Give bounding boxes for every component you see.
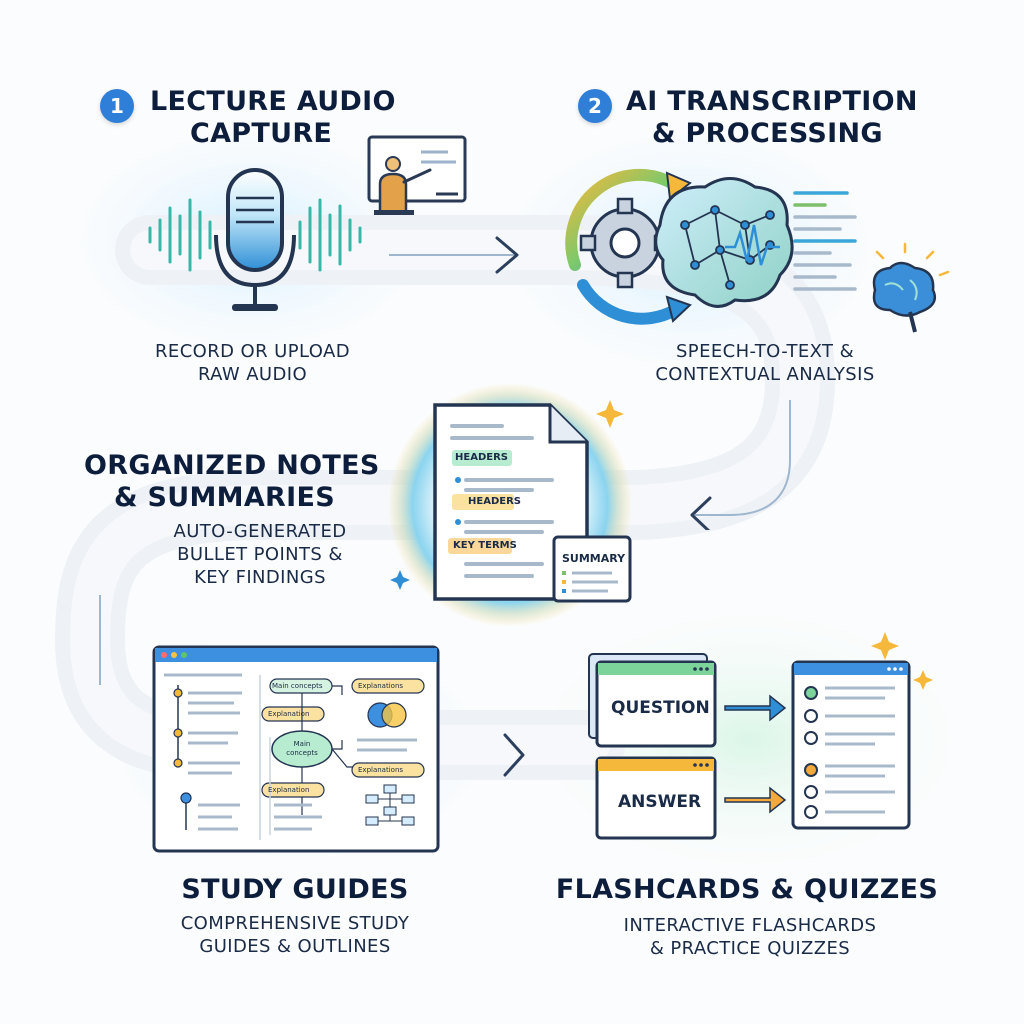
whiteboard-teacher-icon bbox=[367, 135, 467, 215]
step-1-badge: 1 bbox=[100, 89, 134, 123]
step-1-subtitle-line-1: RECORD OR UPLOAD bbox=[155, 341, 350, 362]
step-4-subtitle-line-1: COMPREHENSIVE STUDY bbox=[180, 913, 410, 934]
step-2-subtitle-line-1: SPEECH-TO-TEXT & bbox=[675, 341, 854, 362]
step-3-subtitle-line-1: AUTO-GENERATED bbox=[173, 521, 347, 542]
step-2-subtitle-line-2: CONTEXTUAL ANALYSIS bbox=[655, 364, 875, 385]
mindmap-center-line-1: Main bbox=[293, 740, 311, 748]
step-1-subtitle: RECORD OR UPLOAD RAW AUDIO bbox=[100, 340, 405, 386]
step-2-subtitle: SPEECH-TO-TEXT & CONTEXTUAL ANALYSIS bbox=[610, 340, 920, 386]
mindmap-node-top: Main concepts bbox=[272, 682, 323, 690]
study-guide-window bbox=[152, 645, 440, 853]
answer-card-label: ANSWER bbox=[618, 792, 702, 812]
step-3-title: ORGANIZED NOTES & SUMMARIES bbox=[84, 450, 404, 514]
mindmap-node-bottom: Explanation bbox=[268, 786, 310, 794]
step-1-title-line-2: CAPTURE bbox=[190, 118, 333, 149]
left-path-line bbox=[99, 595, 101, 685]
step-3-title-line-1: ORGANIZED NOTES bbox=[84, 450, 380, 481]
mindmap-right-top: Explanations bbox=[358, 682, 404, 690]
tag-headers-2: HEADERS bbox=[468, 496, 521, 507]
flashcards-illustration bbox=[588, 632, 933, 840]
tag-key-terms: KEY TERMS bbox=[453, 540, 517, 551]
step-4-subtitle-line-2: GUIDES & OUTLINES bbox=[199, 936, 391, 957]
step-5-subtitle-line-1: INTERACTIVE FLASHCARDS bbox=[623, 915, 877, 936]
step-4-subtitle: COMPREHENSIVE STUDY GUIDES & OUTLINES bbox=[130, 912, 460, 958]
step-3-subtitle: AUTO-GENERATED BULLET POINTS & KEY FINDI… bbox=[130, 520, 390, 589]
ai-brain-gear-icon bbox=[565, 168, 950, 333]
step-3-subtitle-line-3: KEY FINDINGS bbox=[194, 567, 326, 588]
step-2-title-line-2: & PROCESSING bbox=[652, 118, 883, 149]
mindmap-center-line-2: concepts bbox=[286, 749, 318, 757]
step-1-title-line-1: LECTURE AUDIO bbox=[150, 86, 396, 117]
step-5-title: FLASHCARDS & QUIZZES bbox=[555, 874, 939, 905]
step-3-title-line-2: & SUMMARIES bbox=[114, 482, 335, 513]
notes-document bbox=[433, 403, 589, 601]
arrow-right-icon bbox=[389, 236, 519, 274]
step-5-subtitle: INTERACTIVE FLASHCARDS & PRACTICE QUIZZE… bbox=[580, 914, 920, 960]
step-2-title: AI TRANSCRIPTION & PROCESSING bbox=[626, 86, 926, 150]
tag-headers-1: HEADERS bbox=[455, 452, 508, 463]
summary-label: SUMMARY bbox=[562, 552, 626, 565]
step-1-title: LECTURE AUDIO CAPTURE bbox=[150, 86, 410, 150]
step-1-subtitle-line-2: RAW AUDIO bbox=[197, 364, 308, 385]
microphone-icon bbox=[148, 168, 362, 311]
mindmap-node-left: Explanation bbox=[268, 710, 310, 718]
question-card-label: QUESTION bbox=[611, 698, 710, 718]
summary-card bbox=[552, 535, 632, 603]
step-3-subtitle-line-2: BULLET POINTS & bbox=[177, 544, 343, 565]
step-2-title-line-1: AI TRANSCRIPTION bbox=[626, 86, 918, 117]
mindmap-right-mid: Explanations bbox=[358, 766, 404, 774]
arrow-right-icon bbox=[503, 733, 525, 777]
step-4-title: STUDY GUIDES bbox=[181, 874, 409, 905]
mindmap-center: Main concepts bbox=[286, 740, 318, 758]
step-5-subtitle-line-2: & PRACTICE QUIZZES bbox=[649, 938, 851, 959]
curve-arrow-icon bbox=[690, 400, 791, 530]
step-2-badge: 2 bbox=[578, 89, 612, 123]
